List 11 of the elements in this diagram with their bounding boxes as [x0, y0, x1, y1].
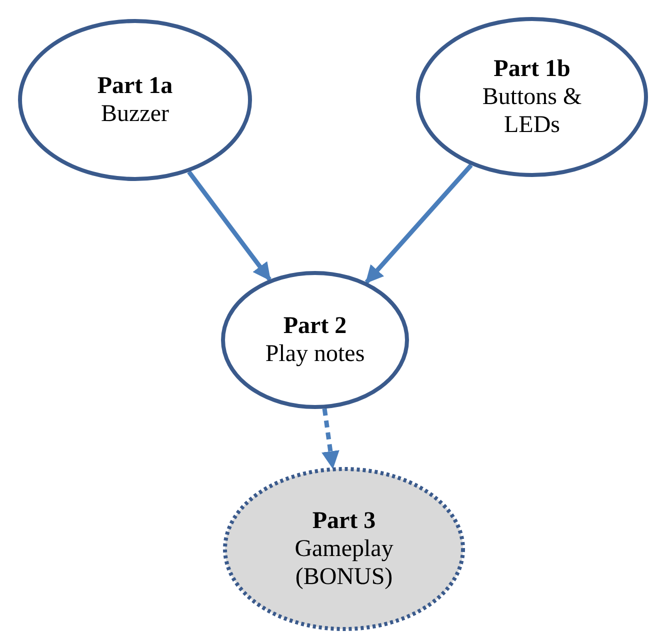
part-description: Buttons & LEDs — [481, 83, 583, 139]
part-description: Gameplay (BONUS) — [294, 535, 394, 591]
part-description: Buzzer — [101, 100, 169, 128]
part-description: Play notes — [265, 340, 365, 368]
arrow — [187, 170, 272, 281]
part-title: Part 1b — [494, 55, 570, 83]
arrow — [364, 164, 473, 284]
part-title: Part 3 — [312, 507, 376, 535]
part-title: Part 2 — [283, 312, 347, 340]
arrow — [322, 408, 340, 470]
part-title: Part 1a — [97, 72, 173, 100]
